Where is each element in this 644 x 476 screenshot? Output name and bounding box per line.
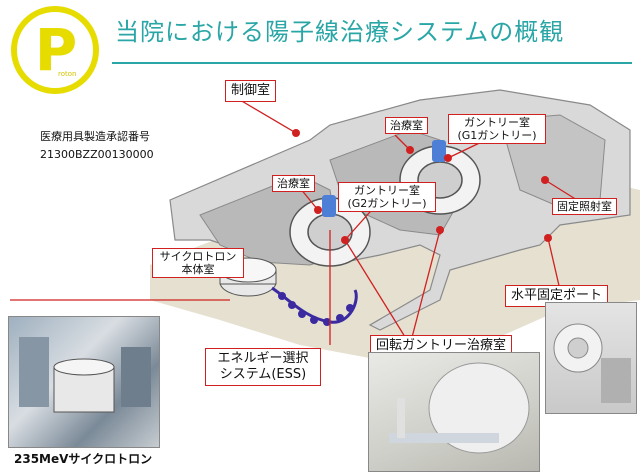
label-treatment-room-1: 治療室 bbox=[385, 117, 428, 134]
page-title: 当院における陽子線治療システムの概観 bbox=[115, 18, 565, 46]
title-rule bbox=[112, 62, 632, 64]
horizontal-port-photo-art bbox=[553, 323, 631, 403]
label-cyclotron-room-line1: サイクロトロン bbox=[159, 250, 237, 263]
label-fixed-room: 固定照射室 bbox=[552, 198, 617, 215]
cyclotron-photo bbox=[8, 316, 160, 448]
logo-subtext: roton bbox=[58, 70, 77, 78]
callout-dots bbox=[292, 129, 552, 244]
label-cyclotron-room-line2: 本体室 bbox=[181, 263, 215, 276]
proton-logo: P bbox=[11, 6, 99, 94]
horizontal-port-photo bbox=[545, 302, 637, 414]
label-treatment-room-2: 治療室 bbox=[272, 175, 315, 192]
caption-cyclotron: 235MeVサイクロトロン bbox=[14, 452, 153, 466]
approval-label: 医療用具製造承認番号 bbox=[40, 130, 150, 143]
label-gantry-room-g2: ガントリー室 (G2ガントリー) bbox=[338, 182, 436, 212]
label-gantry-room-g1: ガントリー室 (G1ガントリー) bbox=[448, 114, 546, 144]
label-rotating-gantry: 回転ガントリー治療室 bbox=[370, 335, 513, 357]
label-gantry-room-g1-line1: ガントリー室 bbox=[464, 116, 530, 129]
approval-number: 21300BZZ00130000 bbox=[40, 148, 154, 161]
label-control-room: 制御室 bbox=[225, 80, 277, 102]
nozzle-g2 bbox=[322, 195, 336, 217]
label-ess: エネルギー選択 システム(ESS) bbox=[205, 348, 321, 386]
rotating-gantry-photo-art bbox=[389, 362, 530, 454]
label-gantry-room-g1-line2: (G1ガントリー) bbox=[457, 129, 537, 142]
label-ess-line1: エネルギー選択 bbox=[217, 351, 309, 366]
logo-letter: P bbox=[35, 16, 78, 84]
label-gantry-room-g2-line2: (G2ガントリー) bbox=[347, 197, 427, 210]
label-cyclotron-room: サイクロトロン 本体室 bbox=[152, 248, 244, 278]
beam-magnets bbox=[278, 292, 354, 326]
cyclotron-photo-art bbox=[19, 337, 151, 413]
rotating-gantry-photo bbox=[368, 352, 540, 472]
label-ess-line2: システム(ESS) bbox=[219, 367, 307, 382]
label-gantry-room-g2-line1: ガントリー室 bbox=[354, 184, 420, 197]
nozzle-g1 bbox=[432, 140, 446, 162]
